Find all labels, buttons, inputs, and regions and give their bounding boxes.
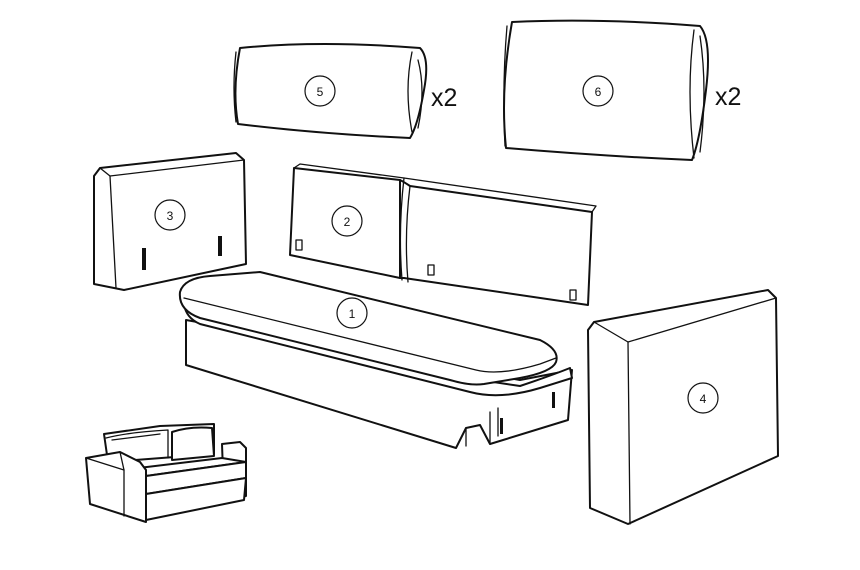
part-number-6: 6 <box>595 85 602 99</box>
backrest-part: 2 <box>289 163 597 306</box>
left-armrest-part: 3 <box>93 152 247 291</box>
part-number-4: 4 <box>700 392 707 406</box>
assembled-sofa-thumbnail <box>85 423 247 523</box>
right-armrest-part: 4 <box>587 289 779 525</box>
part-marker-5 <box>304 75 336 107</box>
part-marker-1 <box>336 297 368 329</box>
quantity-label-5: x2 <box>431 84 457 112</box>
seat-base-part: 1 <box>178 271 573 449</box>
part-marker-2 <box>331 205 363 237</box>
small-cushion-part: 5 x2 <box>233 43 457 139</box>
part-number-3: 3 <box>167 209 174 223</box>
part-marker-4 <box>687 382 719 414</box>
part-number-1: 1 <box>349 307 356 321</box>
large-cushion-part: 6 x2 <box>503 19 741 161</box>
part-marker-6 <box>582 75 614 107</box>
quantity-label-6: x2 <box>715 83 741 111</box>
part-number-5: 5 <box>317 85 324 99</box>
part-marker-3 <box>154 199 186 231</box>
part-number-2: 2 <box>344 215 351 229</box>
